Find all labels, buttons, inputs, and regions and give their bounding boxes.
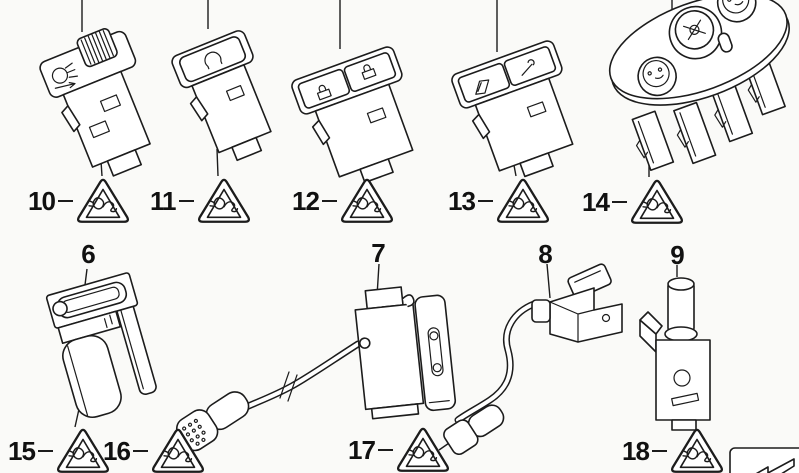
callout-dash: [57, 199, 73, 203]
callout-number: 18: [622, 436, 650, 466]
part-label-6[interactable]: 6: [81, 239, 96, 269]
connector-warning-triangle-icon: [197, 177, 251, 225]
connector-warning-triangle-icon: [630, 178, 684, 226]
part-label-7[interactable]: 7: [371, 238, 386, 268]
callout-13[interactable]: 13: [448, 177, 550, 225]
part-drawing-6-lever-switch: [45, 272, 157, 419]
callout-17[interactable]: 17: [348, 426, 450, 473]
callout-number: 14: [582, 187, 610, 217]
callout-dash: [651, 449, 667, 453]
part-label-text: 6: [81, 239, 96, 269]
callout-16[interactable]: 16: [103, 427, 205, 473]
connector-warning-triangle-icon: [56, 427, 110, 473]
part-8-connector: [443, 404, 505, 456]
part-drawing-11-push-button-switch: [171, 30, 272, 162]
part-drawing-14-oval-switch-unit: [608, 0, 790, 172]
connector-warning-triangle-icon: [340, 177, 394, 225]
part-label-text: 8: [538, 239, 553, 269]
connector-warning-triangle-icon: [396, 426, 450, 473]
callout-14[interactable]: 14: [582, 178, 684, 226]
callout-number: 17: [348, 435, 376, 465]
connector-warning-triangle-icon: [496, 177, 550, 225]
part-drawing-9-plunger-switch: [639, 277, 711, 431]
callout-number: 10: [28, 186, 56, 216]
callout-number: 16: [103, 436, 131, 466]
callout-12[interactable]: 12: [292, 177, 394, 225]
callout-dash: [611, 200, 627, 204]
part-label-8[interactable]: 8: [538, 239, 553, 269]
connector-warning-triangle-icon: [670, 427, 724, 473]
part-label-text: 9: [670, 240, 685, 270]
part-drawing-12-double-switch: [291, 46, 414, 184]
callout-number: 15: [8, 436, 36, 466]
callout-number: 11: [150, 186, 176, 216]
callout-dash: [37, 449, 53, 453]
callout-dash: [178, 199, 194, 203]
part-label-text: 7: [371, 238, 386, 268]
callout-number: 12: [292, 186, 320, 216]
callout-18[interactable]: 18: [622, 427, 724, 473]
callout-dash: [321, 199, 337, 203]
part-drawing-8-bracket-switch: [443, 263, 623, 456]
part-drawing-10-rocker-switch: [39, 28, 151, 177]
connector-warning-triangle-icon: [76, 177, 130, 225]
callout-number: 13: [448, 186, 476, 216]
callout-dash: [477, 199, 493, 203]
page-turn-arrow-icon: [729, 447, 799, 473]
callout-15[interactable]: 15: [8, 427, 110, 473]
callout-10[interactable]: 10: [28, 177, 130, 225]
part-drawing-13-double-switch: [451, 40, 574, 178]
part-label-9[interactable]: 9: [670, 240, 685, 270]
callout-11[interactable]: 11: [150, 177, 251, 225]
connector-warning-triangle-icon: [151, 427, 205, 473]
callout-dash: [132, 449, 148, 453]
callout-dash: [377, 448, 393, 452]
